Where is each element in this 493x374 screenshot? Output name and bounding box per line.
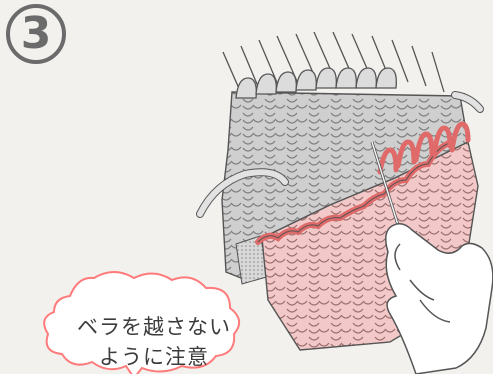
grey-yarn-loops: [235, 67, 397, 99]
hand-icon: [385, 223, 493, 374]
callout-line-2: ように注意: [99, 345, 209, 369]
speech-bubble-icon: [43, 271, 241, 374]
knitting-needles-icon: [222, 31, 445, 101]
step-number-badge: 3: [4, 2, 68, 66]
step-number: 3: [20, 8, 52, 59]
step-circle-icon: [6, 4, 66, 64]
red-yarn-loops: [377, 121, 471, 175]
callout: ベラを越さない ように注意: [34, 274, 274, 374]
callout-line-1: ベラを越さない: [77, 315, 231, 339]
